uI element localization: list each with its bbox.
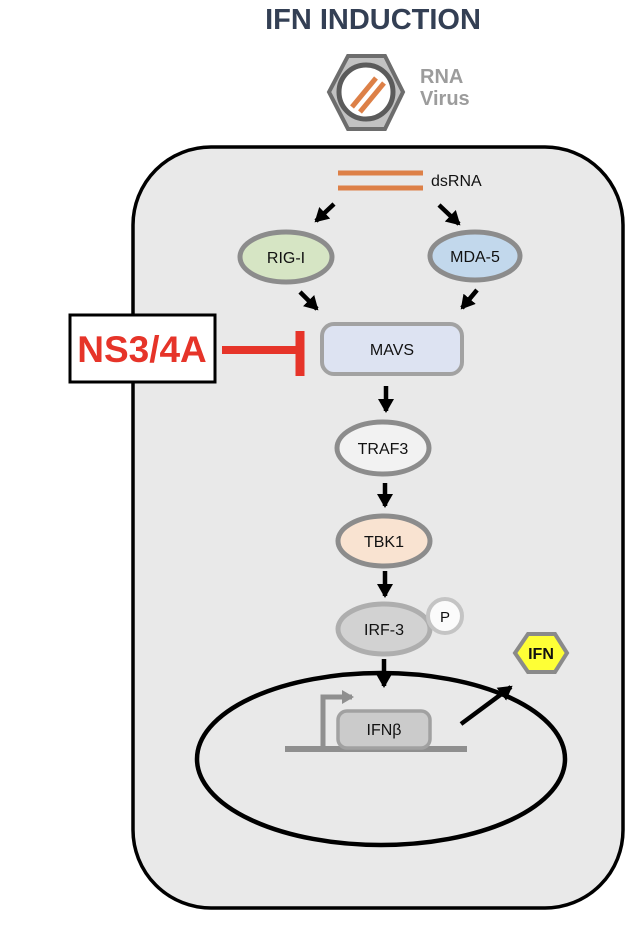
arrow-dsrna-to-rigi [314,202,336,223]
mavs-label: MAVS [370,342,414,359]
mavs-rect [320,322,464,376]
ifn-product-label: IFN [528,646,554,663]
rig-i-label: RIG-I [267,250,305,267]
ifn-hexagon-icon [512,632,570,674]
node-tbk1: TBK1 [335,513,433,569]
virus-rna-strand-icon [350,76,378,109]
traf3-ellipse [334,419,432,477]
virus-label-line1: RNA [420,66,463,88]
arrow-ifn-export [459,685,513,726]
ifnb-gene-label: IFNβ [367,722,402,739]
virus-label-line2: Virus [420,88,470,110]
traf3-label: TRAF3 [358,441,409,458]
nucleus [194,670,568,848]
inhibitor-ns34a: NS3/4A [68,313,305,384]
mda5-ellipse [427,229,523,283]
node-irf3: IRF-3 P [335,597,464,657]
tbk1-ellipse [335,513,433,569]
mda5-label: MDA-5 [450,249,500,266]
irf3-label: IRF-3 [364,622,404,639]
ns34a-box [68,313,217,384]
dsrna-molecule: dsRNA [338,170,482,191]
rna-virus-icon: RNA Virus [326,54,470,131]
ifnb-gene-locus: IFNβ [285,690,467,752]
rig-i-ellipse [237,229,335,285]
arrow-dsrna-to-mda5 [437,203,461,226]
promoter-arrow-icon [320,690,354,749]
node-traf3: TRAF3 [334,419,432,477]
phosphate-circle [426,597,464,635]
arrow-rigi-to-mavs [298,290,319,311]
ns34a-label: NS3/4A [77,329,207,370]
dsrna-label: dsRNA [431,173,482,190]
tbk1-label: TBK1 [364,534,404,551]
node-rig-i: RIG-I [237,229,335,285]
phosphate-label: P [440,609,450,626]
arrow-mda5-to-mavs [460,288,479,310]
node-mavs: MAVS [320,322,464,376]
ifnb-gene-rect [336,709,432,750]
page-title: IFN INDUCTION [265,4,481,36]
node-mda5: MDA-5 [427,229,523,283]
node-ifn-product: IFN [512,632,570,674]
irf3-ellipse [335,601,433,657]
virus-rna-strand-icon [358,81,386,114]
